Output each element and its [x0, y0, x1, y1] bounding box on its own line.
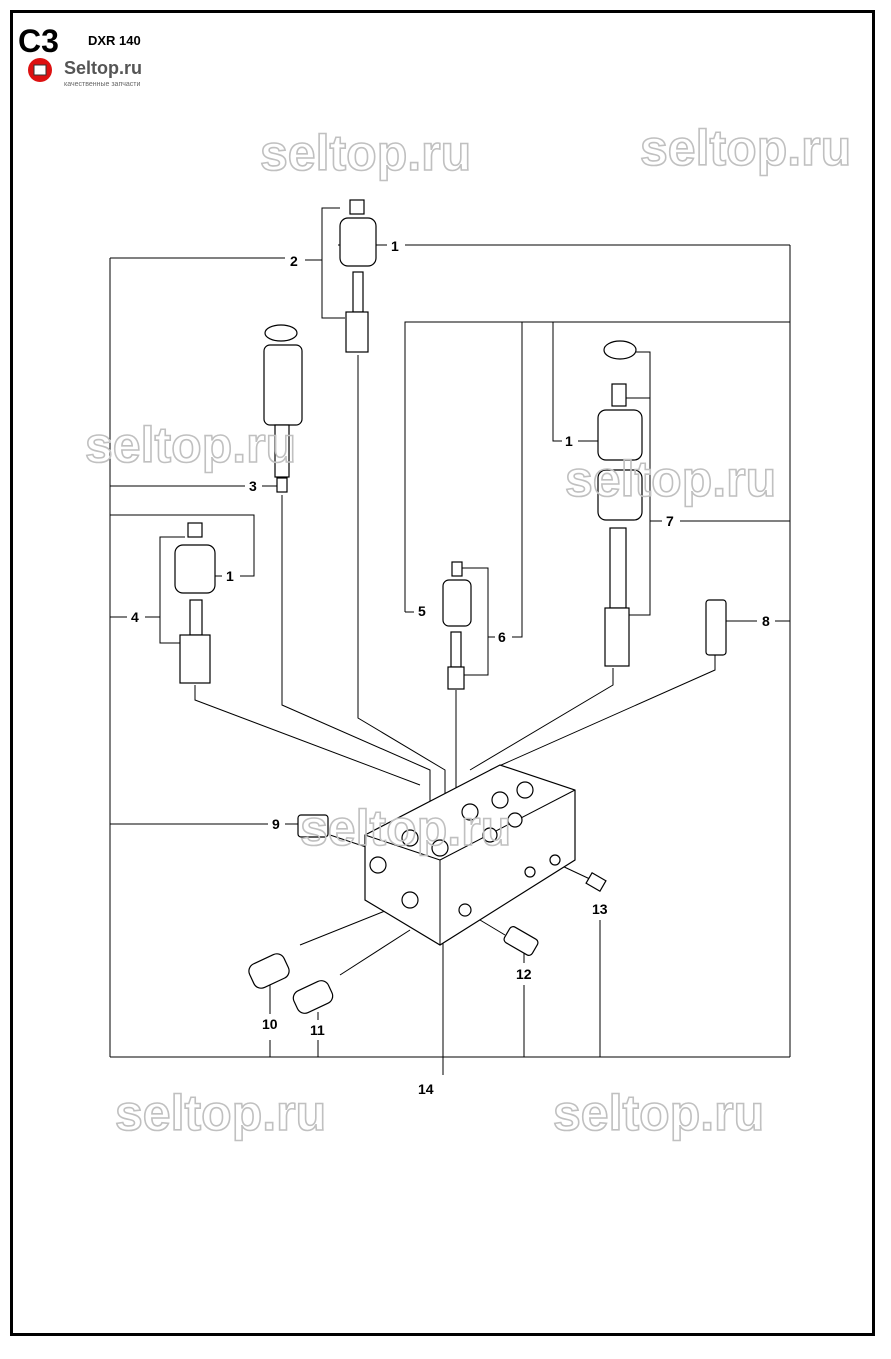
callout-labels: 1 2 3 1 4 5 6 1 7 8 9 10 11 12 13 14: [131, 238, 770, 1097]
callout-1: 1: [565, 433, 573, 449]
callout-2: 2: [290, 253, 298, 269]
solenoid-coil-part: [597, 409, 643, 461]
watermark: seltop.ru: [115, 1085, 326, 1141]
logo-tagline: качественные запчасти: [64, 81, 140, 88]
plug-part: [297, 814, 329, 838]
model-name: DXR 140: [88, 33, 141, 48]
section-code: C3: [18, 23, 59, 59]
nut-part: [451, 561, 463, 577]
cartridge-valve-part: [604, 607, 630, 667]
watermark: seltop.ru: [300, 800, 511, 856]
solenoid-coil-part: [442, 579, 472, 627]
leader-lines: [109, 207, 791, 1075]
logo-text: Seltop.ru: [64, 58, 142, 78]
cartridge-stem-part: [352, 271, 364, 313]
callout-9: 9: [272, 816, 280, 832]
fitting-part: [585, 871, 607, 893]
callout-3: 3: [249, 478, 257, 494]
cap-part: [603, 340, 637, 360]
sensor-part: [292, 980, 334, 1014]
plug-part: [503, 926, 539, 956]
relief-valve-part: [705, 599, 727, 656]
nut-part: [187, 522, 203, 538]
parts: [174, 199, 727, 1014]
cartridge-valve-part: [179, 634, 211, 684]
page-border: [10, 10, 875, 1336]
valve-stem-part: [274, 424, 290, 478]
watermark: seltop.ru: [260, 125, 471, 181]
solenoid-coil-part: [339, 217, 377, 267]
valve-actuator-part: [263, 344, 303, 426]
sensor-part: [248, 953, 290, 989]
callout-10: 10: [262, 1016, 278, 1032]
callout-1: 1: [226, 568, 234, 584]
callout-5: 5: [418, 603, 426, 619]
watermark: seltop.ru: [565, 451, 776, 507]
watermark: seltop.ru: [553, 1085, 764, 1141]
watermark: seltop.ru: [640, 120, 851, 176]
callout-13: 13: [592, 901, 608, 917]
o-ring-part: [276, 477, 288, 493]
watermarks: seltop.ru seltop.ru seltop.ru seltop.ru …: [84, 119, 852, 1142]
cartridge-valve-part: [345, 311, 369, 353]
callout-12: 12: [516, 966, 532, 982]
solenoid-coil-part: [174, 544, 216, 594]
callout-4: 4: [131, 609, 139, 625]
solenoid-coil-part: [597, 469, 643, 521]
cartridge-valve-part: [447, 666, 465, 690]
cartridge-stem-part: [189, 599, 203, 636]
callout-14: 14: [418, 1081, 434, 1097]
watermark: seltop.ru: [85, 417, 296, 473]
callout-7: 7: [666, 513, 674, 529]
callout-8: 8: [762, 613, 770, 629]
callout-1: 1: [391, 238, 399, 254]
cartridge-stem-part: [450, 631, 462, 668]
seltop-logo: Seltop.ru качественные запчасти: [28, 58, 142, 88]
callout-11: 11: [310, 1022, 325, 1038]
cartridge-stem-part: [609, 527, 627, 609]
nut-part: [611, 383, 627, 407]
knob-part: [264, 324, 298, 342]
nut-part: [349, 199, 365, 215]
callout-6: 6: [498, 629, 506, 645]
